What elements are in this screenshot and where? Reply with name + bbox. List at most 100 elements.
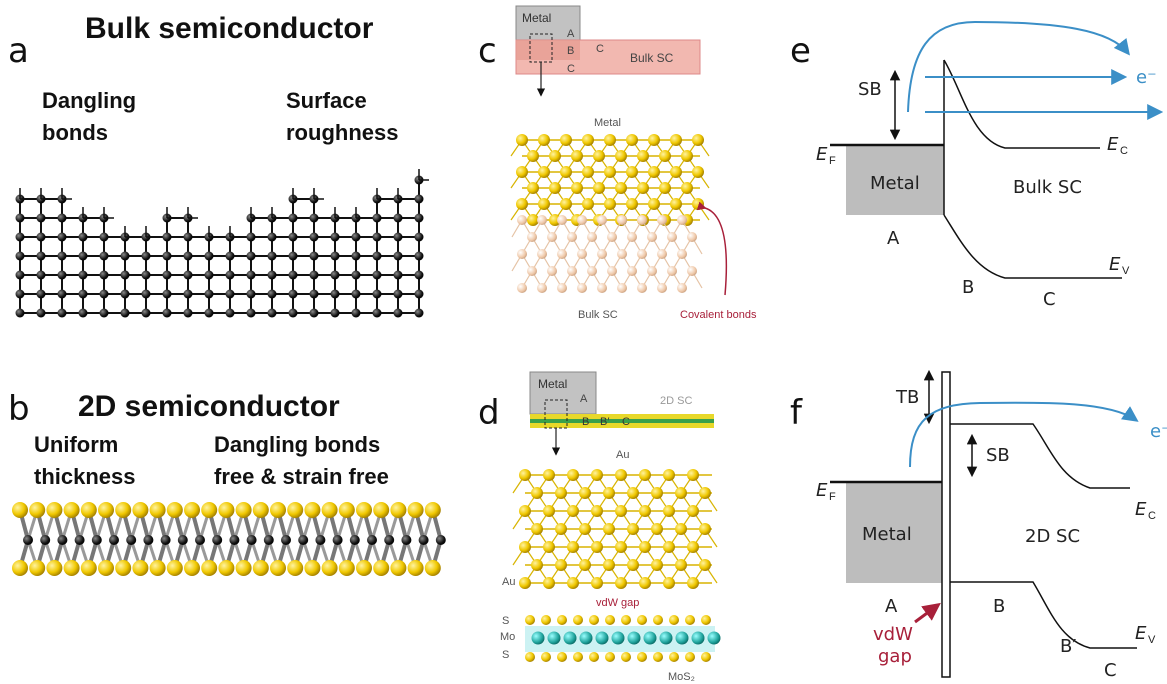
bulk-atom [414, 270, 424, 280]
sulfur-atom [235, 502, 252, 518]
metal-atom [560, 198, 572, 210]
bulk-atom [267, 289, 277, 299]
d-sulfur-atom [557, 615, 567, 625]
sulfur-atom [98, 560, 114, 576]
au-atom [615, 505, 627, 517]
au-atom [651, 559, 663, 571]
sulfur-atom [287, 502, 304, 518]
sulfur-atom [356, 502, 372, 518]
bulk-atom [246, 270, 256, 280]
au-atom [663, 541, 675, 553]
panel-d-label-b: B [582, 416, 589, 428]
metal-atom [670, 134, 682, 146]
panel-c-metal-label: Metal [522, 11, 551, 25]
bulk-atom [393, 289, 403, 299]
d-sulfur-atom [541, 652, 551, 662]
metal-atom [582, 198, 594, 210]
sulfur-atom [407, 560, 424, 576]
bulk-atom [267, 308, 277, 318]
bulk-atom [36, 308, 46, 318]
metal-atom [659, 182, 671, 194]
au-atom [699, 523, 711, 535]
panel-f-ef-sub: F [829, 491, 836, 503]
au-atom [591, 505, 603, 517]
panel-c-lattice [510, 134, 710, 293]
bulk-atom [15, 270, 25, 280]
panel-c-region-b [516, 40, 580, 60]
sulfur-atom [63, 560, 80, 576]
d-mo-atom [611, 631, 625, 645]
bulk-atom [330, 232, 340, 242]
au-atom [639, 577, 651, 589]
mo-atom [57, 535, 68, 545]
panel-f-ef-label: E [816, 480, 828, 501]
panel-c-letter: c [478, 31, 497, 71]
sc-atom [537, 249, 547, 259]
sulfur-atom [218, 502, 235, 518]
sc-atom [567, 232, 577, 242]
metal-atom [538, 166, 550, 178]
sc-atom [597, 283, 607, 293]
panel-f-vdw-arrow [914, 602, 941, 624]
d-sulfur-atom [701, 652, 711, 662]
sc-atom [627, 266, 637, 276]
panel-d-label-bp: B′ [600, 416, 609, 428]
sc-atom [557, 283, 567, 293]
bulk-atom [15, 251, 25, 261]
bulk-atom [204, 289, 214, 299]
au-atom [543, 541, 555, 553]
panel-a-label-surface-2: roughness [286, 120, 398, 145]
metal-atom [648, 134, 660, 146]
panel-d-mos2-layer [525, 615, 721, 662]
panel-f-letter: f [790, 393, 803, 433]
au-atom [639, 505, 651, 517]
au-atom [531, 523, 543, 535]
mo-atom [401, 535, 412, 545]
sulfur-atom [424, 560, 441, 576]
sulfur-atom [338, 560, 355, 576]
au-atom [555, 487, 567, 499]
bulk-atom [78, 232, 88, 242]
bulk-atom [330, 270, 340, 280]
d-sulfur-atom [685, 615, 695, 625]
bulk-atom [36, 232, 46, 242]
bulk-atom [393, 213, 403, 223]
panel-b-label-free-1: Dangling bonds [214, 432, 380, 457]
bulk-atom [120, 308, 130, 318]
sulfur-atom [80, 560, 97, 576]
panel-f-label-bp: B′ [1060, 636, 1076, 657]
panel-e-metal-block [846, 145, 944, 215]
panel-c-label-a: A [567, 28, 575, 40]
bulk-atom [288, 289, 298, 299]
metal-atom [593, 182, 605, 194]
sc-atom [547, 266, 557, 276]
au-atom [639, 541, 651, 553]
panel-e-valence-band [943, 214, 1122, 279]
metal-atom [571, 150, 583, 162]
sulfur-atom [390, 560, 407, 576]
d-mo-atom [595, 631, 609, 645]
bulk-atom [309, 213, 319, 223]
mo-atom [195, 535, 205, 545]
bulk-atom [99, 232, 109, 242]
bulk-atom [372, 232, 382, 242]
metal-atom [692, 166, 704, 178]
bulk-atom [393, 270, 403, 280]
sulfur-atom [184, 560, 200, 576]
panel-d-metal-label: Metal [538, 377, 567, 391]
au-atom [603, 559, 615, 571]
d-mo-atom [643, 631, 657, 645]
sc-atom [577, 283, 587, 293]
sc-atom [627, 232, 637, 242]
sulfur-atom [252, 502, 269, 518]
sc-atom [637, 283, 647, 293]
bulk-atom [246, 289, 256, 299]
panel-f-tb-label: TB [895, 387, 919, 408]
metal-atom [527, 214, 539, 226]
bulk-atom [57, 308, 67, 318]
panel-f-metal-block [846, 482, 942, 583]
bulk-atom [372, 251, 382, 261]
sulfur-atom [132, 502, 149, 518]
panel-c-covalent-label: Covalent bonds [680, 309, 757, 321]
bulk-atom [99, 251, 109, 261]
